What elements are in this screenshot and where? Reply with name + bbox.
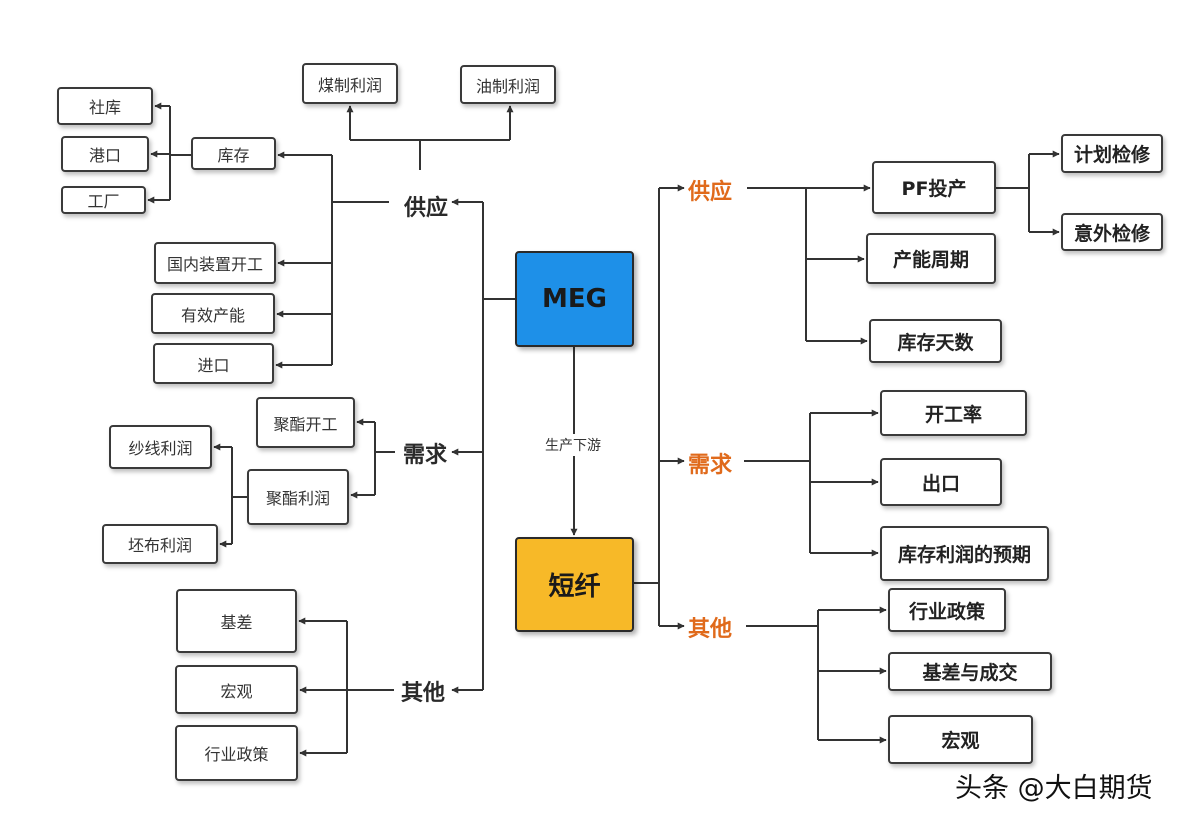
inventory-node: 库存 [191, 137, 276, 170]
port-node: 港口 [61, 136, 149, 172]
inventory-profit-expectation-node: 库存利润的预期 [880, 526, 1049, 581]
polyester-profit-node: 聚酯利润 [247, 469, 349, 525]
export-node: 出口 [880, 458, 1002, 506]
basis-deals-node: 基差与成交 [888, 652, 1052, 691]
domestic-run-node: 国内装置开工 [154, 242, 276, 284]
effective-capacity-node: 有效产能 [151, 293, 275, 334]
staple-fiber-node: 短纤 [515, 537, 634, 632]
yarn-profit-node: 纱线利润 [109, 425, 212, 469]
policy-node-right: 行业政策 [888, 588, 1006, 632]
policy-node-left: 行业政策 [175, 725, 298, 781]
imports-node: 进口 [153, 343, 274, 384]
right-supply-title: 供应 [688, 180, 733, 205]
macro-node-right: 宏观 [888, 715, 1033, 764]
watermark: 头条 @大白期货 [955, 773, 1153, 804]
inventory-days-node: 库存天数 [869, 319, 1002, 363]
left-demand-title: 需求 [403, 443, 448, 468]
left-other-title: 其他 [401, 681, 446, 706]
run-rate-node: 开工率 [880, 390, 1027, 436]
right-demand-title: 需求 [688, 453, 733, 478]
coal-profit-node: 煤制利润 [302, 63, 398, 104]
planned-maintenance-node: 计划检修 [1061, 134, 1163, 173]
capacity-cycle-node: 产能周期 [866, 233, 996, 284]
greige-profit-node: 坯布利润 [102, 524, 218, 564]
pf-output-node: PF投产 [872, 161, 996, 214]
right-other-title: 其他 [688, 617, 733, 642]
basis-node: 基差 [176, 589, 297, 653]
factory-node: 工厂 [61, 186, 146, 214]
downstream-label: 生产下游 [543, 434, 603, 456]
meg-node: MEG [515, 251, 634, 347]
social-stock-node: 社库 [57, 87, 153, 125]
unplanned-maintenance-node: 意外检修 [1061, 213, 1163, 251]
polyester-run-node: 聚酯开工 [256, 397, 355, 448]
macro-node-left: 宏观 [175, 665, 298, 714]
oil-profit-node: 油制利润 [460, 65, 556, 104]
left-supply-title: 供应 [404, 196, 449, 221]
